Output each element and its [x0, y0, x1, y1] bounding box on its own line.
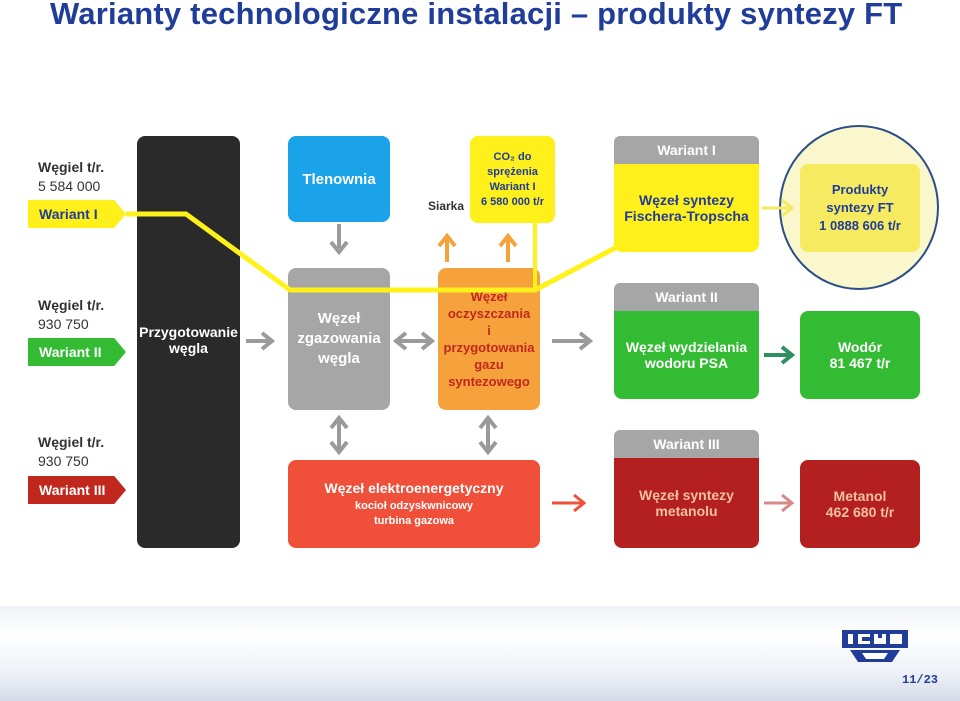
variant-3-flag: Wariant III — [28, 476, 126, 504]
oxygen-plant-node: Tlenownia — [288, 136, 390, 222]
psa-node: Węzeł wydzielania wodoru PSA — [614, 311, 759, 399]
arrow-power-to-variant3 — [552, 493, 587, 513]
ichpw-logo-icon — [842, 630, 908, 662]
variant-2-flag: Wariant II — [28, 338, 126, 366]
power-node: Węzeł elektroenergetyczny kocioł odzyskw… — [288, 460, 540, 548]
co2-node: CO₂ do sprężenia Wariant I 6 580 000 t/r — [470, 136, 555, 223]
power-node-title: Węzeł elektroenergetyczny — [324, 479, 504, 496]
row-2-label: Węgiel t/r.930 750 — [38, 297, 105, 332]
arrow-cleaning-power — [478, 414, 498, 456]
arrow-co2-up — [498, 232, 518, 262]
arrow-cleaning-to-variants — [552, 331, 594, 351]
page-number: 11/23 — [902, 673, 939, 687]
row-3-label: Węgiel t/r.930 750 — [38, 434, 105, 469]
coal-prep-column — [137, 136, 240, 548]
variant-2-header: Wariant II — [614, 283, 759, 311]
variant-3-header: Wariant III — [614, 430, 759, 458]
hydrogen-node: Wodór 81 467 t/r — [800, 311, 920, 399]
ft-synthesis-node: Węzeł syntezy Fischera-Tropscha — [614, 164, 759, 252]
footer-band — [0, 606, 960, 701]
methanol-synthesis-node: Węzeł syntezy metanolu — [614, 458, 759, 548]
arrow-gasification-cleaning — [392, 331, 436, 351]
coal-prep-label: Przygotowanie węgla — [139, 324, 238, 356]
variant-1-highlight-path — [126, 211, 642, 293]
page-title: Warianty technologiczne instalacji – pro… — [50, 0, 903, 31]
sulfur-label: Siarka — [428, 199, 465, 213]
variant-1-flag: Wariant I — [28, 200, 126, 228]
arrow-prep-to-gasification — [246, 331, 276, 351]
arrow-oxygen-to-gasification — [329, 224, 349, 256]
arrow-gasification-power — [329, 414, 349, 456]
arrow-variant1-to-product — [762, 198, 795, 218]
row-1-label: Węgiel t/r.5 584 000 — [38, 159, 105, 194]
arrow-variant3-to-product — [764, 493, 795, 513]
arrow-sulfur-up — [437, 232, 457, 262]
power-node-sub: kocioł odzyskwnicowy turbina gazowa — [355, 499, 473, 527]
methanol-node: Metanol 462 680 t/r — [800, 460, 920, 548]
arrow-variant2-to-product — [764, 345, 796, 365]
ft-products-node: Produkty syntezy FT 1 0888 606 t/r — [800, 164, 920, 252]
variant-1-header: Wariant I — [614, 136, 759, 164]
